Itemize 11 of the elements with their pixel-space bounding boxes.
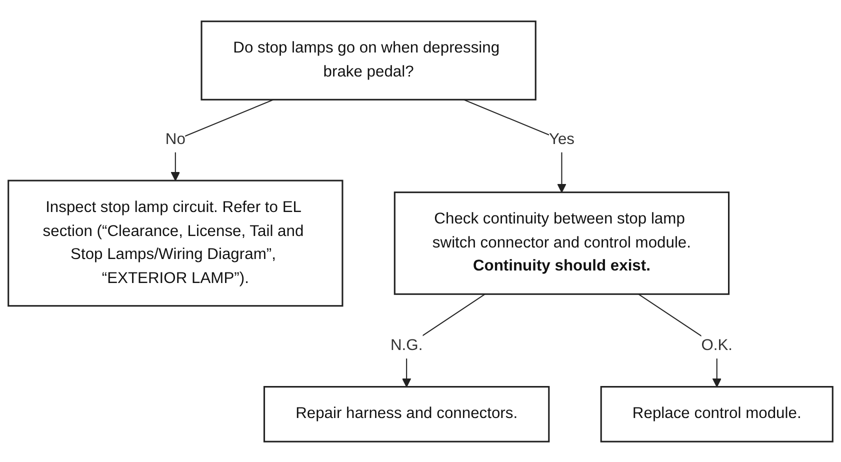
node-box: [394, 191, 730, 294]
node-box: [263, 386, 550, 442]
node-box: [600, 386, 834, 442]
flowchart: No Yes N.G. O.K. Do stop lamps go on when depressing brake pedal? Inspect stop lamp circuit. Refer to EL section (“Clearance, License, Tail and Stop Lamps/Wiring Diagram”, “EXTERIOR LAMP”). Check continuity between stop lamp switch connector and control module. Continuity should exist. Repair harness and connectors. Replace control module.: [0, 12, 841, 450]
node-box: [8, 179, 344, 306]
node-box: [200, 20, 536, 100]
edge-label: Yes: [548, 130, 575, 148]
arrow: [170, 98, 274, 180]
edge-label: O.K.: [701, 336, 733, 354]
edge-label: N.G.: [390, 336, 423, 354]
edge-label: No: [165, 130, 186, 148]
